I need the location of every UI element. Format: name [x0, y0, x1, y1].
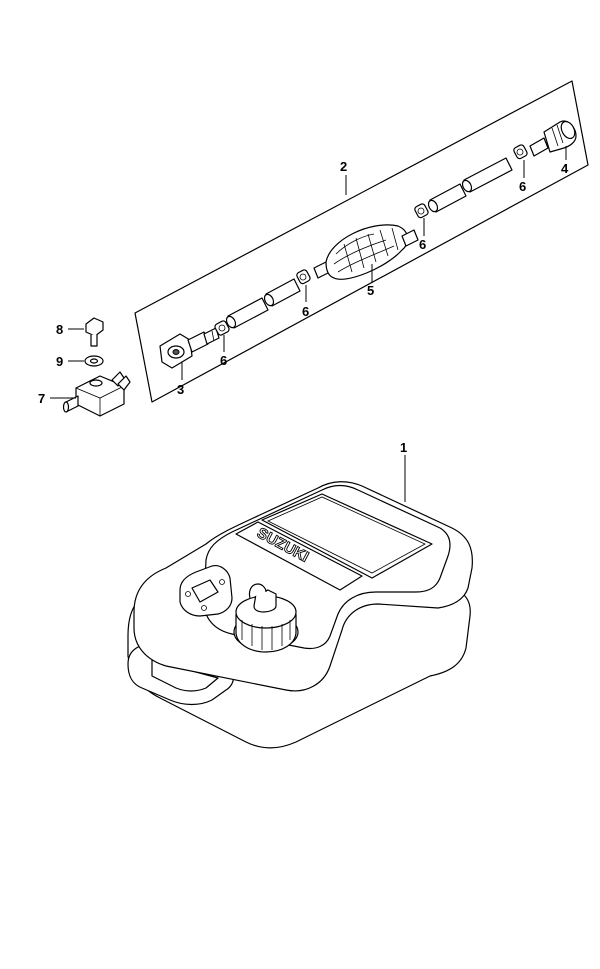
callout-washer[interactable]: 9	[56, 354, 63, 369]
joint[interactable]	[62, 371, 131, 417]
primer-bulb[interactable]	[313, 224, 419, 280]
engine-connector[interactable]	[529, 119, 578, 157]
hose-segment-1[interactable]	[225, 297, 269, 329]
callout-clip-b[interactable]: 6	[302, 304, 309, 319]
callout-bolt[interactable]: 8	[56, 322, 63, 337]
hose-assembly-frame	[134, 80, 589, 403]
callout-hose-assembly[interactable]: 2	[340, 159, 347, 174]
callout-primer-bulb[interactable]: 5	[367, 283, 374, 298]
hose-clip-4[interactable]	[513, 144, 528, 160]
fuel-gauge[interactable]	[179, 565, 233, 617]
callout-clip-d[interactable]: 6	[519, 179, 526, 194]
hose-clip-2[interactable]	[296, 269, 311, 285]
hose-segment-3[interactable]	[427, 183, 467, 213]
hose-clip-3[interactable]	[414, 203, 429, 219]
bolt[interactable]	[85, 317, 104, 347]
fuel-tank[interactable]: SUZUKI	[127, 481, 473, 749]
hose-segment-2[interactable]	[263, 278, 301, 307]
washer[interactable]	[84, 355, 104, 367]
tank-connector[interactable]	[159, 327, 220, 369]
callout-engine-connector[interactable]: 4	[561, 161, 569, 176]
filler-cap[interactable]	[233, 583, 299, 653]
callout-tank-connector[interactable]: 3	[177, 382, 184, 397]
callout-clip-c[interactable]: 6	[419, 237, 426, 252]
hose-segment-4[interactable]	[461, 157, 513, 193]
callout-tank[interactable]: 1	[400, 440, 407, 455]
callout-clip-a[interactable]: 6	[220, 353, 227, 368]
hose-clip-1[interactable]	[214, 320, 230, 336]
callout-joint[interactable]: 7	[38, 391, 45, 406]
